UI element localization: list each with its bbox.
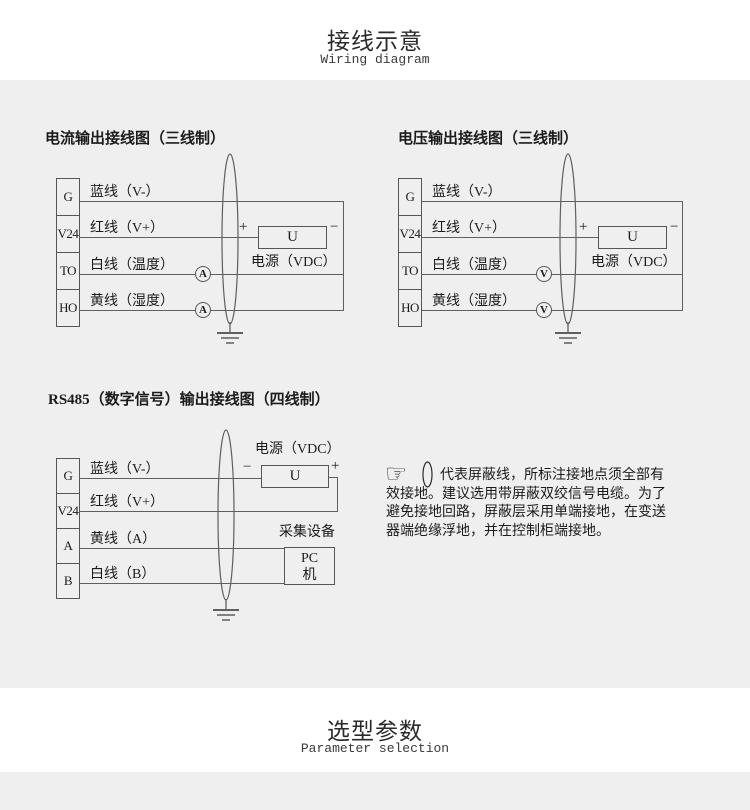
terminal-label: G (405, 189, 415, 204)
psu-return-wire (328, 477, 338, 478)
wire-red (80, 237, 258, 238)
diagrams-panel (0, 80, 750, 688)
terminal-label: TO (59, 263, 77, 278)
page-title: 接线示意 (327, 29, 423, 54)
psu-unit-label: U (287, 229, 298, 245)
psu-caption: 电源（VDC） (255, 442, 341, 457)
wire-white (80, 274, 344, 275)
wire-label: 红线（V+） (90, 495, 165, 510)
ground-icon (555, 322, 581, 344)
terminal-label: HO (401, 300, 419, 315)
wire-label: 白线（B） (90, 567, 156, 582)
terminal-cell: HO (398, 289, 422, 327)
ground-icon (213, 599, 239, 621)
shield-ellipse-icon (422, 461, 433, 488)
shielding-note: 代表屏蔽线，所标注接地点须全部有效接地。建议选用带屏蔽双绞信号电缆。为了避免接地… (386, 468, 666, 539)
ground-icon (217, 322, 243, 344)
psu-return-wire (337, 477, 338, 512)
device-caption: 采集设备 (279, 525, 335, 540)
terminal-label: TO (401, 263, 419, 278)
minus-sign: − (670, 219, 679, 235)
power-supply-box: U (598, 226, 667, 249)
shield-ellipse-icon (221, 153, 239, 325)
section-subtitle: Parameter selection (300, 741, 450, 756)
power-supply-box: U (258, 226, 327, 249)
terminal-cell: G (56, 458, 80, 494)
wire-label: 红线（V+） (90, 221, 165, 236)
terminal-label: V24 (57, 503, 79, 518)
wire-label: 蓝线（V-） (90, 462, 160, 477)
minus-sign: − (330, 219, 339, 235)
pc-device-label-line2: 机 (302, 568, 317, 583)
meter-letter: V (540, 304, 548, 316)
wire-label: 蓝线（V-） (432, 185, 502, 200)
wire-yellow (80, 548, 284, 549)
section-title: 选型参数 (327, 719, 423, 744)
terminal-label: V24 (399, 226, 421, 241)
minus-sign: − (243, 459, 252, 475)
psu-caption: 电源（VDC） (591, 255, 677, 270)
wire-label: 黄线（湿度） (90, 294, 174, 309)
wire-white (80, 583, 284, 584)
ammeter-icon: A (195, 302, 211, 318)
diagram-voltage-title: 电压输出接线图（三线制） (398, 131, 579, 147)
psu-unit-label: U (289, 468, 301, 484)
bus-wire (343, 201, 344, 311)
voltmeter-icon: V (536, 302, 552, 318)
wire-yellow (80, 310, 344, 311)
wire-label: 黄线（A） (90, 532, 157, 547)
power-supply-box: U (261, 465, 329, 488)
terminal-cell: G (398, 178, 422, 216)
plus-sign: + (239, 219, 248, 235)
terminal-cell: HO (56, 289, 80, 327)
terminal-cell: B (56, 563, 80, 599)
psu-unit-label: U (627, 229, 638, 245)
wire-red (422, 237, 598, 238)
pc-device-label-line1: PC (300, 551, 319, 566)
pc-device-box: PC 机 (284, 547, 335, 585)
plus-sign: + (331, 458, 340, 474)
wire-yellow (422, 310, 682, 311)
terminal-cell: V24 (56, 493, 80, 529)
bus-wire (682, 201, 683, 311)
wire-label: 黄线（湿度） (432, 294, 516, 309)
diagram-current-title: 电流输出接线图（三线制） (45, 131, 226, 147)
wire-red (80, 511, 338, 512)
terminal-label: G (63, 468, 73, 483)
terminal-cell: A (56, 528, 80, 564)
terminal-cell: G (56, 178, 80, 216)
voltmeter-icon: V (536, 266, 552, 282)
wire-label: 白线（温度） (432, 258, 516, 273)
psu-caption: 电源（VDC） (251, 255, 337, 270)
wire-blue (80, 201, 344, 202)
wire-blue (80, 478, 261, 479)
terminal-cell: TO (398, 252, 422, 290)
terminal-label: A (63, 538, 73, 553)
pointing-hand-icon: ☞ (385, 459, 408, 488)
plus-sign: + (579, 219, 588, 235)
page-subtitle: Wiring diagram (320, 52, 430, 67)
ammeter-icon: A (195, 266, 211, 282)
terminal-label: V24 (57, 226, 79, 241)
wire-white (422, 274, 682, 275)
terminal-label: HO (59, 300, 77, 315)
shield-ellipse-icon (559, 153, 577, 325)
terminal-cell: TO (56, 252, 80, 290)
wire-label: 红线（V+） (432, 221, 507, 236)
bottom-band (0, 772, 750, 810)
diagram-rs485-title: RS485（数字信号）输出接线图（四线制） (48, 392, 330, 408)
terminal-cell: V24 (56, 215, 80, 253)
wire-label: 蓝线（V-） (90, 185, 160, 200)
meter-letter: V (540, 268, 548, 280)
meter-letter: A (199, 268, 207, 280)
terminal-cell: V24 (398, 215, 422, 253)
wire-label: 白线（温度） (90, 258, 174, 273)
shield-ellipse-icon (217, 429, 235, 601)
meter-letter: A (199, 304, 207, 316)
terminal-label: G (63, 189, 73, 204)
wire-blue (422, 201, 682, 202)
terminal-label: B (63, 573, 73, 588)
